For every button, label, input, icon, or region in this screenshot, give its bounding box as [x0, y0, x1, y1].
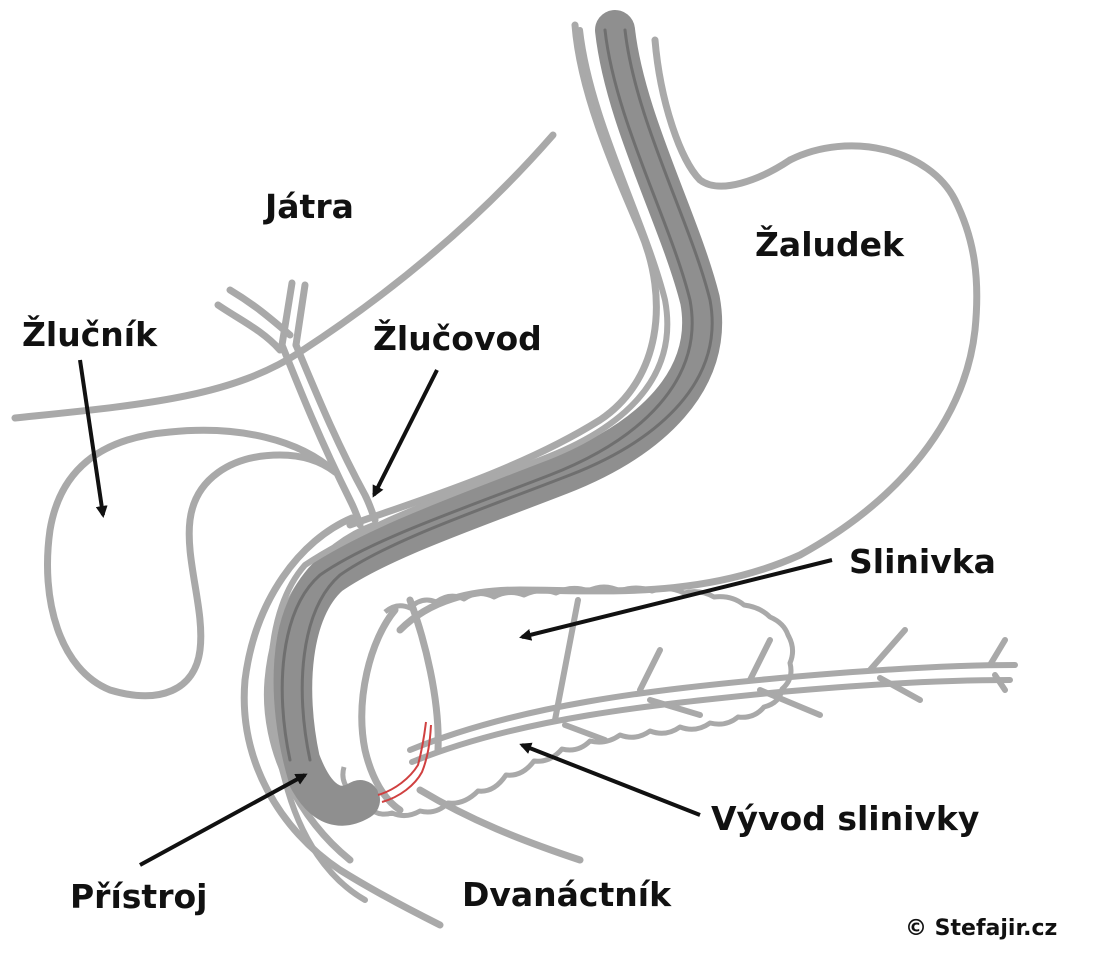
bile-duct-trunk-left [282, 345, 360, 525]
label-zlucnik: Žlučník [22, 318, 157, 351]
copyright-text: © Stefajir.cz [905, 918, 1057, 940]
arrow-pristroj [140, 775, 305, 865]
duodenum-papilla-wall [410, 600, 438, 750]
duodenum-medial-wall [362, 610, 400, 810]
label-zaludek: Žaludek [755, 228, 904, 261]
label-jatra: Játra [265, 190, 354, 223]
arrow-zlucovod [374, 370, 437, 495]
label-vyvod-slinivky: Vývod slinivky [711, 802, 979, 835]
label-dvanactnik: Dvanáctník [462, 878, 671, 911]
arrow-zlucnik [80, 360, 103, 515]
liver-outline [15, 135, 553, 418]
bile-duct-right-branch [282, 283, 305, 345]
bile-duct-trunk-right [296, 345, 375, 520]
label-zlucovod: Žlučovod [373, 322, 542, 355]
pancreatic-duct-upper [410, 665, 1015, 750]
label-pristroj: Přístroj [70, 880, 207, 913]
label-slinivka: Slinivka [849, 545, 996, 578]
arrow-vyvod-slinivky [522, 745, 700, 815]
esophagus-outer-right [655, 40, 790, 186]
duodenum-lower-wall [420, 790, 580, 860]
